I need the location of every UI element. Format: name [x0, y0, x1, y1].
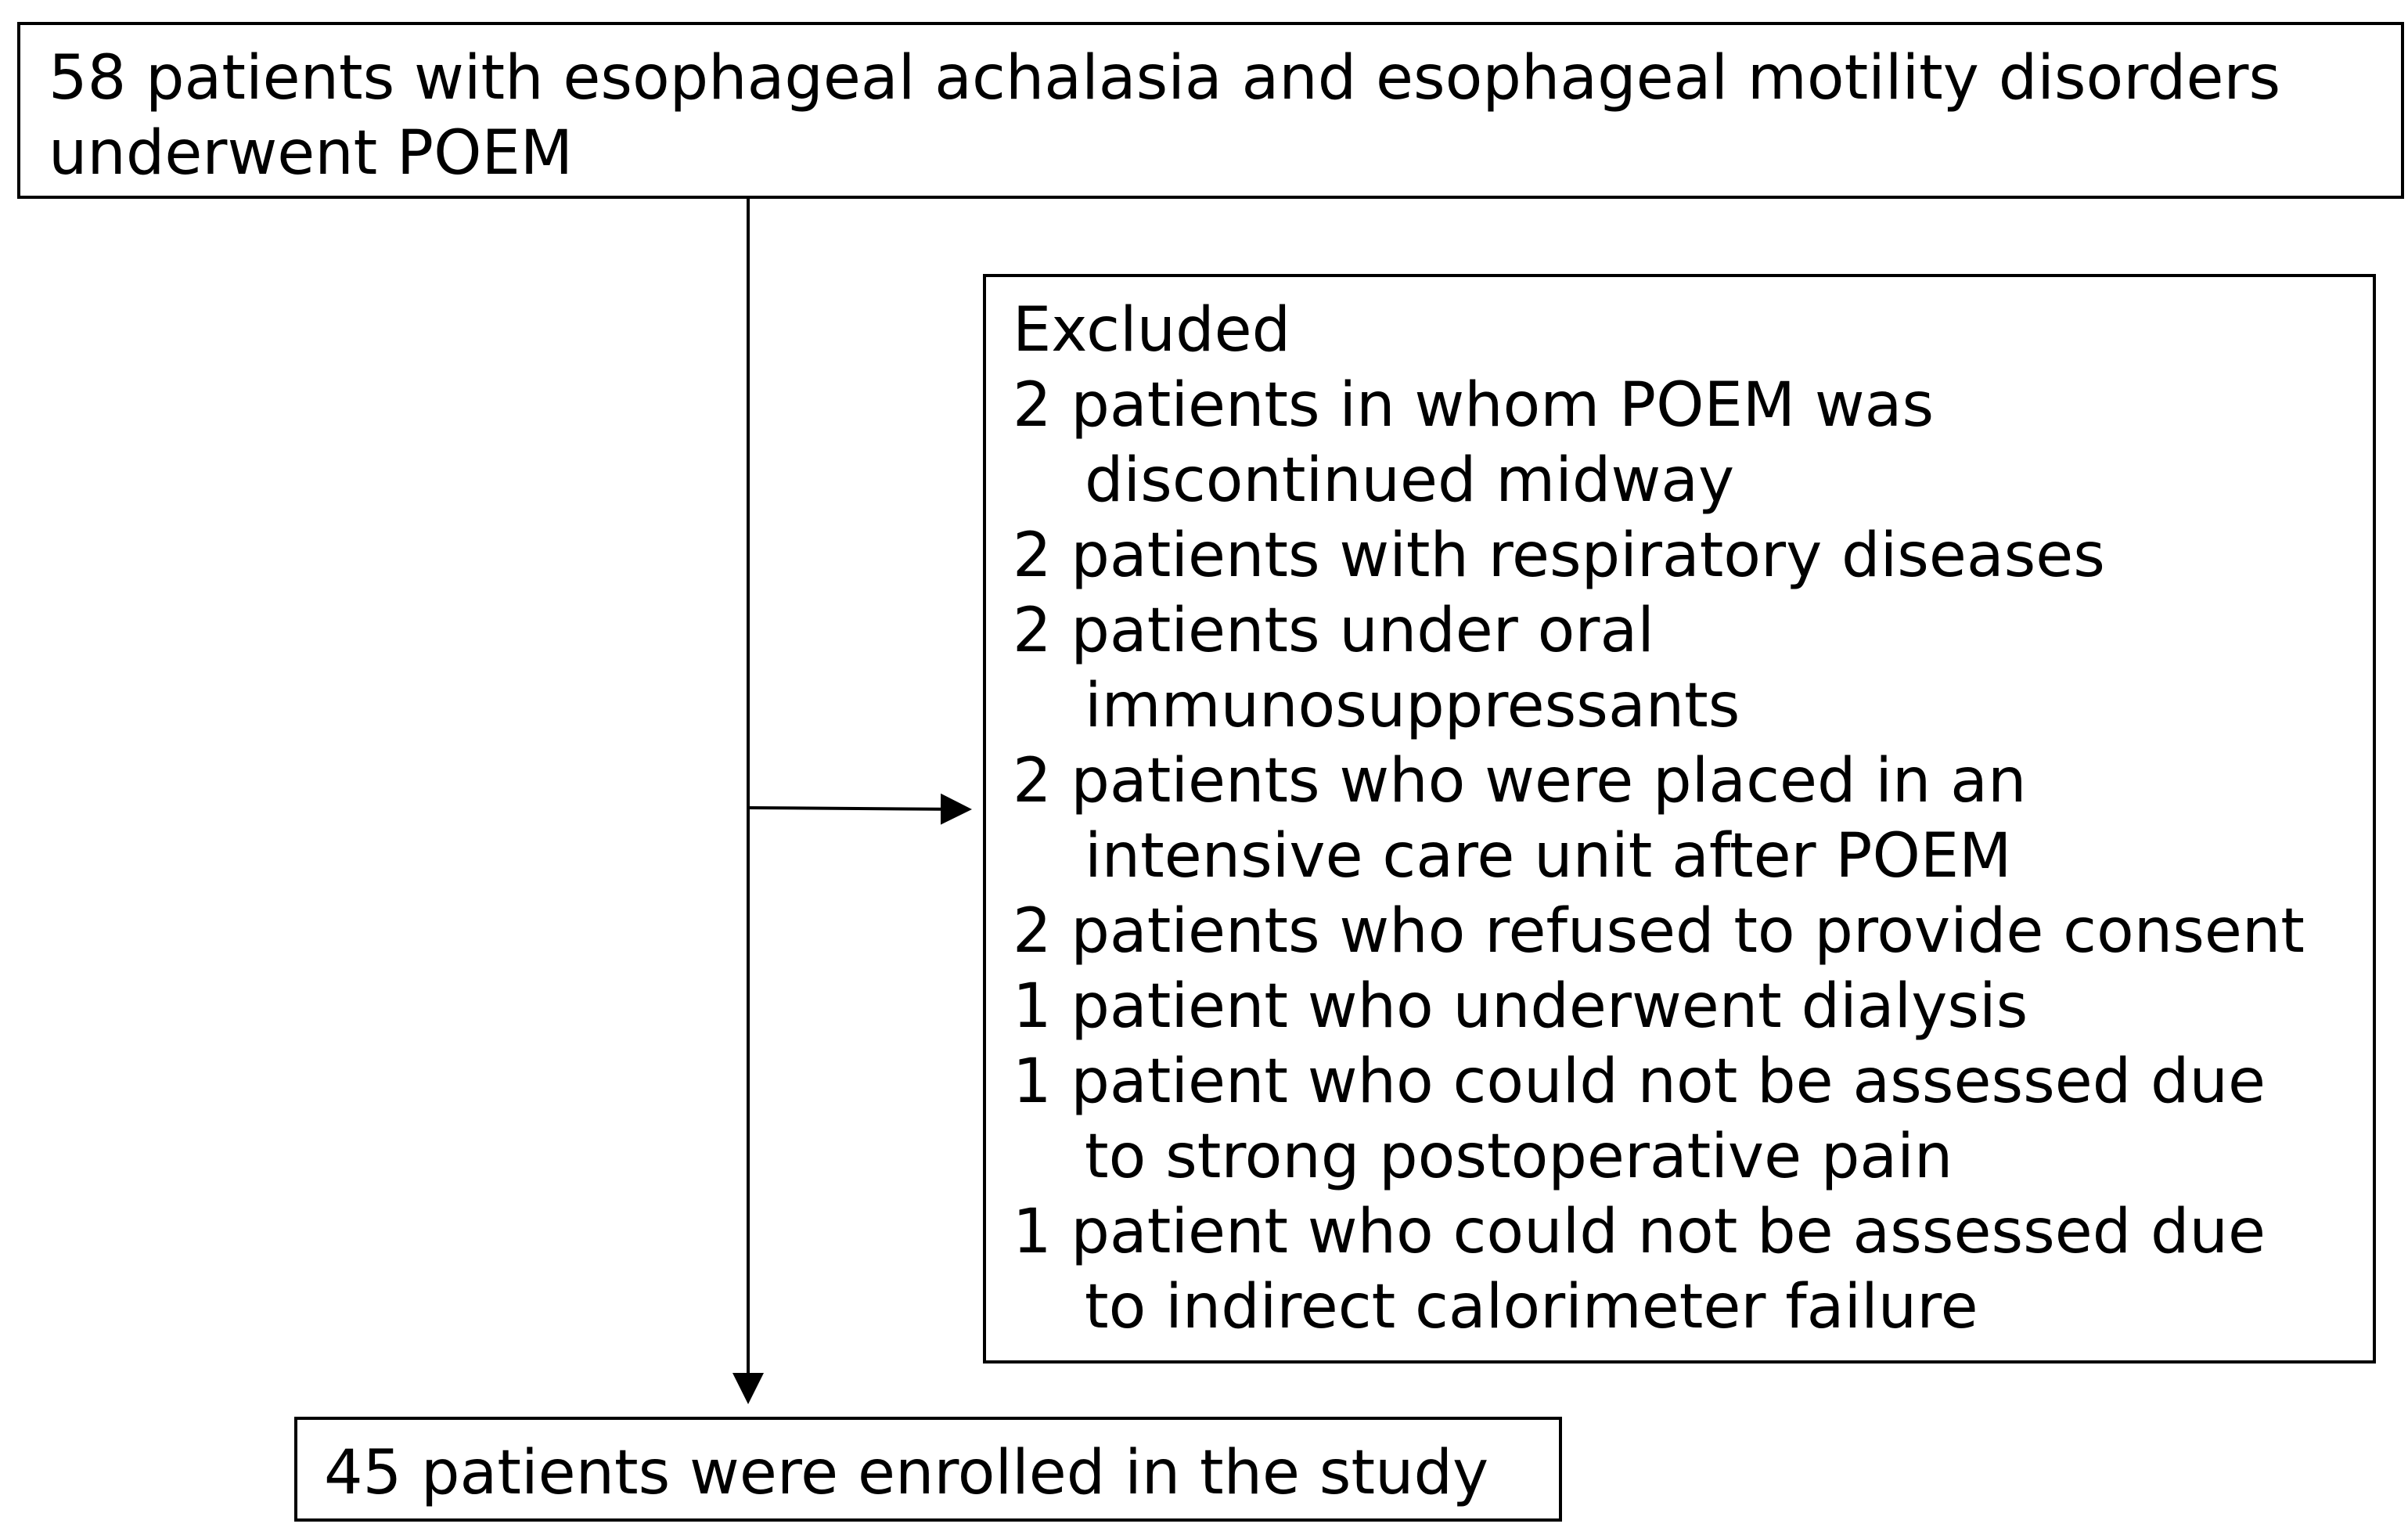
- exclusion-item-1: 2 patients in whom POEM was: [1013, 370, 1935, 441]
- exclusion-item-6: 1 patient who underwent dialysis: [1013, 971, 2028, 1042]
- exclusion-item-4-cont: intensive care unit after POEM: [1085, 821, 2012, 892]
- exclusion-heading: Excluded: [1013, 295, 1291, 366]
- exclusion-item-2: 2 patients with respiratory diseases: [1013, 521, 2105, 591]
- start-text-line-1: 58 patients with esophageal achalasia an…: [49, 43, 2281, 113]
- exclusion-box: Excluded 2 patients in whom POEM was dis…: [983, 274, 2376, 1363]
- enrollment-start-box: 58 patients with esophageal achalasia an…: [17, 22, 2404, 199]
- exclusion-item-5: 2 patients who refused to provide consen…: [1013, 896, 2305, 967]
- exclusion-item-3: 2 patients under oral: [1013, 596, 1654, 666]
- exclusion-item-1-cont: discontinued midway: [1085, 445, 1735, 516]
- exclusion-item-8-cont: to indirect calorimeter failure: [1085, 1272, 1978, 1342]
- exclusion-item-4: 2 patients who were placed in an: [1013, 746, 2027, 816]
- start-text-line-2: underwent POEM: [49, 118, 574, 189]
- enrolled-text: 45 patients were enrolled in the study: [324, 1438, 1489, 1508]
- exclusion-item-7: 1 patient who could not be assessed due: [1013, 1046, 2266, 1117]
- exclusion-item-7-cont: to strong postoperative pain: [1085, 1122, 1953, 1192]
- enrolled-box: 45 patients were enrolled in the study: [294, 1417, 1562, 1522]
- exclusion-item-8: 1 patient who could not be assessed due: [1013, 1197, 2266, 1267]
- exclusion-item-3-cont: immunosuppressants: [1085, 671, 1740, 741]
- exclusion-branch-arrow: [747, 793, 972, 825]
